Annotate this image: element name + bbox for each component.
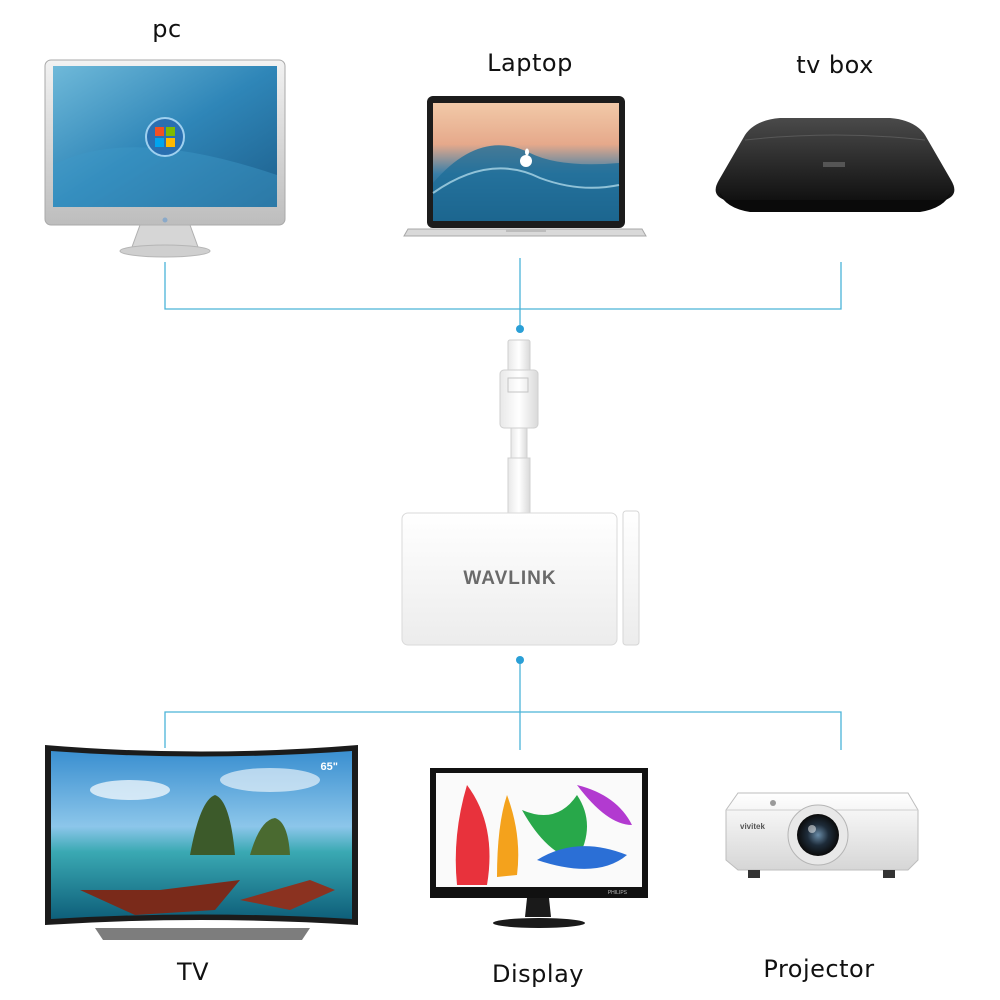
laptop-label: Laptop (487, 49, 573, 77)
display-monitor-image: PHILIPS (427, 765, 652, 937)
adapter-brand-text: WAVLINK (463, 568, 556, 589)
pc-monitor-image (40, 55, 295, 265)
projector-brand-text: vivitek (740, 822, 765, 831)
tvbox-image (705, 100, 965, 230)
windows-logo-icon (146, 118, 184, 156)
tvbox-label: tv box (796, 51, 874, 79)
top-bus-line (165, 262, 841, 309)
projector-label: Projector (763, 955, 874, 983)
tv-label: TV (177, 958, 209, 986)
tv-size-badge: 65" (321, 761, 338, 773)
wavlink-adapter-image: WAVLINK (395, 338, 645, 650)
laptop-image (400, 93, 650, 243)
projector-image: vivitek (718, 775, 928, 900)
output-dot (516, 656, 524, 664)
tv-image: 65" (40, 740, 365, 945)
input-dot (516, 325, 524, 333)
display-brand-text: PHILIPS (608, 890, 628, 896)
pc-label: pc (152, 15, 181, 43)
display-label: Display (492, 960, 584, 988)
